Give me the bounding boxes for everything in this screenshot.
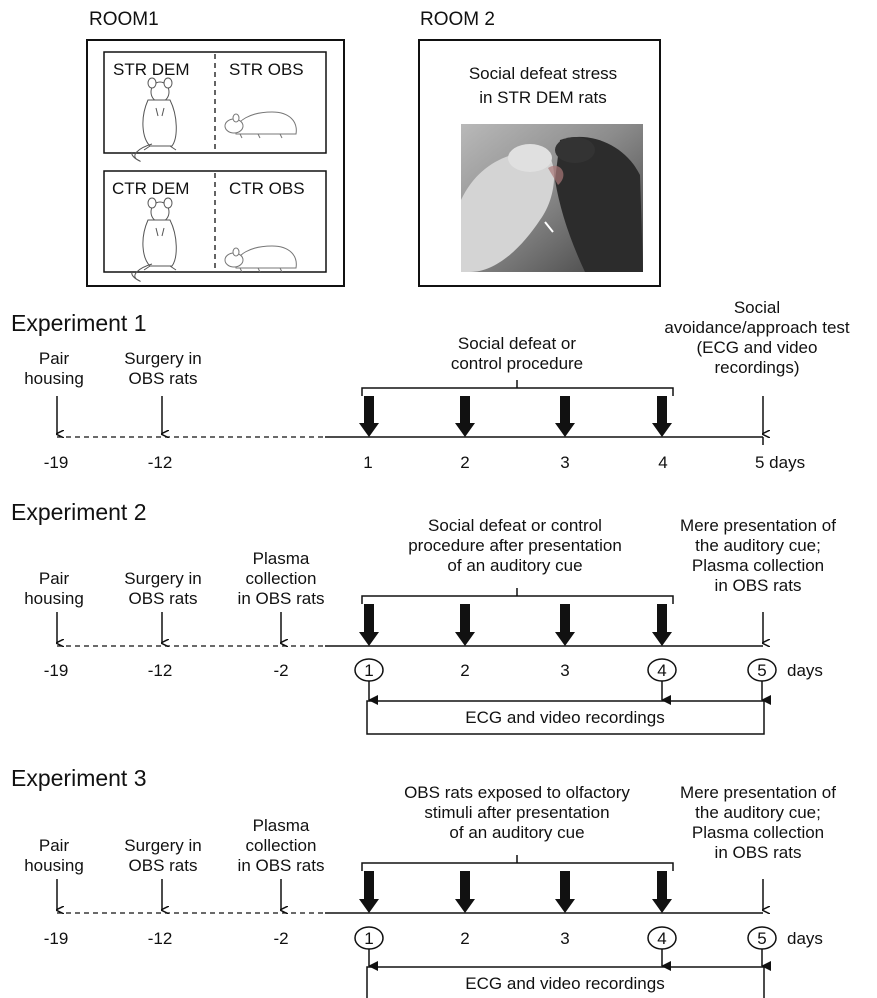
exp2-procedure-label: Social defeat or control procedure after… — [408, 516, 622, 575]
exp1-tick-m12: -12 — [147, 453, 173, 472]
exp1-title: Experiment 1 — [11, 310, 147, 336]
room2-caption: Social defeat stress in STR DEM rats — [468, 64, 618, 107]
room2-box — [418, 39, 661, 287]
exp2-title: Experiment 2 — [11, 499, 147, 525]
exp2-tick-2: 2 — [460, 661, 470, 680]
exp2-day1-thick-arrow-icon — [359, 604, 379, 646]
cage-ctr — [103, 170, 327, 273]
rat-lying-icon-2 — [224, 245, 297, 273]
exp2-tick-1: 1 — [364, 661, 374, 680]
social-defeat-photo — [461, 124, 643, 272]
exp3-day1-thick-arrow-icon — [359, 871, 379, 913]
exp1-tick-2: 2 — [460, 453, 470, 472]
exp1-day2-thick-arrow-icon — [455, 396, 475, 437]
exp3-timeline — [57, 855, 777, 998]
exp2-tick-3: 3 — [560, 661, 570, 680]
exp1-tick-5-days: 5 days — [755, 453, 806, 472]
exp2-tick-m19: -19 — [43, 661, 69, 680]
exp2-tick-m2: -2 — [273, 661, 289, 680]
exp1-test-label: Social avoidance/approach test (ECG and … — [664, 298, 850, 377]
exp2-day2-thick-arrow-icon — [455, 604, 475, 646]
day-arrows — [359, 396, 672, 913]
exp3-plasma-label: Plasma collection in OBS rats — [237, 816, 325, 875]
exp3-day2-thick-arrow-icon — [455, 871, 475, 913]
exp3-tick-5: 5 — [757, 929, 767, 948]
exp3-tick-3: 3 — [560, 929, 570, 948]
exp3-tick-m2: -2 — [273, 929, 289, 948]
exp2-tick-m12: -12 — [147, 661, 173, 680]
room1-box — [86, 39, 345, 287]
exp3-tick-m19: -19 — [43, 929, 69, 948]
exp2-tick-4: 4 — [657, 661, 667, 680]
exp3-tick-4: 4 — [657, 929, 667, 948]
cage-label-ctr-obs: CTR OBS — [229, 179, 305, 198]
exp2-tick-5: 5 — [757, 661, 767, 680]
exp3-title: Experiment 3 — [11, 765, 147, 791]
exp1-timeline — [57, 380, 763, 445]
exp1-procedure-label: Social defeat or control procedure — [450, 334, 584, 373]
room1-title: ROOM1 — [89, 9, 159, 30]
exp1-bracket — [361, 380, 674, 396]
exp3-pair-label: Pair housing — [24, 836, 84, 875]
exp1-day3-thick-arrow-icon — [555, 396, 575, 437]
exp3-tick-m12: -12 — [147, 929, 173, 948]
cage-label-ctr-dem: CTR DEM — [112, 179, 190, 198]
exp2-days-label: days — [787, 661, 823, 680]
exp3-days-label: days — [787, 929, 823, 948]
rat-standing-icon-2 — [131, 197, 177, 282]
exp2-recording-label: ECG and video recordings — [465, 708, 665, 727]
exp1-surgery-label: Surgery in OBS rats — [124, 349, 202, 388]
cage-label-str-obs: STR OBS — [229, 60, 304, 79]
exp3-tick-1: 1 — [364, 929, 374, 948]
exp1-tick-4: 4 — [658, 453, 668, 472]
exp3-tick-2: 2 — [460, 929, 470, 948]
exp3-recording-box — [366, 966, 765, 998]
exp2-pair-label: Pair housing — [24, 569, 84, 608]
exp1-pair-label: Pair housing — [24, 349, 84, 388]
exp1-tick-3: 3 — [560, 453, 570, 472]
rat-standing-icon-1 — [131, 77, 177, 162]
exp3-procedure-label: OBS rats exposed to olfactory stimuli af… — [404, 783, 630, 842]
exp1-day4-thick-arrow-icon — [652, 396, 672, 437]
exp3-surgery-label: Surgery in OBS rats — [124, 836, 202, 875]
exp2-day4-thick-arrow-icon — [652, 604, 672, 646]
exp1-day1-thick-arrow-icon — [359, 396, 379, 437]
exp2-recording-box — [366, 700, 765, 735]
cage-label-str-dem: STR DEM — [113, 60, 190, 79]
exp2-day3-thick-arrow-icon — [555, 604, 575, 646]
rat-lying-icon-1 — [224, 111, 297, 139]
exp1-tick-1: 1 — [363, 453, 373, 472]
exp3-recording-label: ECG and video recordings — [465, 974, 665, 993]
exp2-timeline — [57, 588, 777, 735]
exp2-test-label: Mere presentation of the auditory cue; P… — [680, 516, 836, 595]
exp2-surgery-label: Surgery in OBS rats — [124, 569, 202, 608]
exp3-day4-thick-arrow-icon — [652, 871, 672, 913]
exp1-tick-m19: -19 — [43, 453, 69, 472]
exp3-test-label: Mere presentation of the auditory cue; P… — [680, 783, 836, 862]
exp2-plasma-label: Plasma collection in OBS rats — [237, 549, 325, 608]
exp3-day3-thick-arrow-icon — [555, 871, 575, 913]
cage-str — [103, 51, 327, 154]
room2-title: ROOM 2 — [420, 9, 495, 30]
